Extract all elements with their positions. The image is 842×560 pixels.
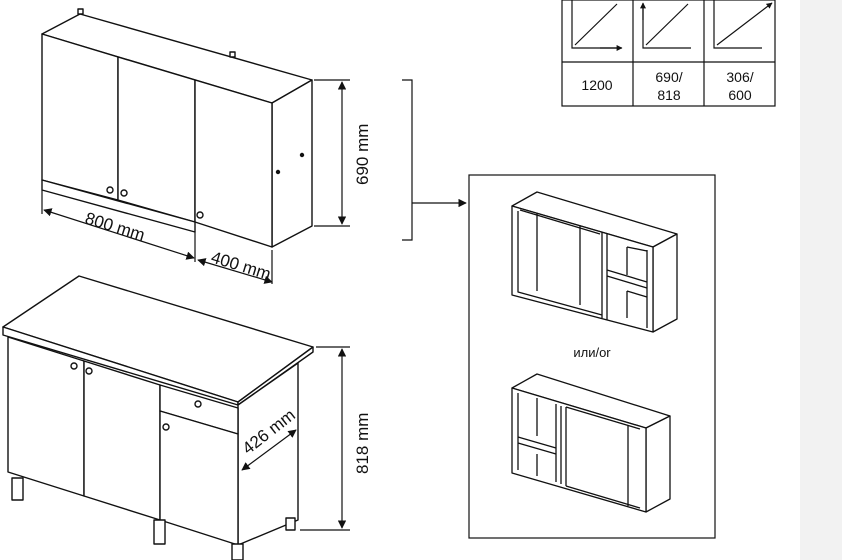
- shelf-inner: [565, 485, 641, 509]
- base-cabinet-dimensions: [241, 346, 350, 531]
- leg: [153, 519, 166, 545]
- spec-table: [561, 0, 776, 107]
- width-arrow-icon: [571, 0, 623, 51]
- shelf-variant-1: [511, 191, 678, 333]
- knob: [85, 367, 93, 375]
- shelf-board: [517, 436, 557, 449]
- bracket: [402, 79, 413, 241]
- variant-separator-label: или/or: [573, 345, 611, 360]
- wall-cabinet-side: [271, 79, 313, 248]
- variants-box: [468, 174, 716, 539]
- shelf-side: [652, 233, 678, 333]
- shelf-board: [606, 275, 648, 289]
- shelf-side: [645, 415, 671, 513]
- depth-dimension-line: [197, 258, 273, 284]
- shelf-inner: [565, 406, 641, 430]
- depth-dimension-line: [241, 429, 297, 471]
- base-height-label: 818 mm: [353, 413, 372, 474]
- knob: [196, 211, 204, 219]
- depth-arrow-icon: [713, 0, 773, 49]
- table-cell-width: 1200: [581, 77, 612, 93]
- wall-cabinet-door-middle: [117, 56, 196, 223]
- base-door-left: [7, 336, 85, 497]
- mount-pin: [229, 51, 236, 58]
- table-cell-depth-line2: 600: [728, 87, 752, 103]
- shelf-variant-2: [511, 373, 671, 513]
- knob: [106, 186, 114, 194]
- knob: [162, 423, 170, 431]
- wall-depth-label: 400 mm: [209, 248, 273, 284]
- leg: [11, 477, 24, 501]
- leg: [285, 517, 296, 531]
- wall-height-label: 690 mm: [353, 124, 372, 185]
- page-edge-strip: [800, 0, 842, 560]
- base-door-middle: [83, 360, 161, 521]
- hole: [275, 169, 281, 175]
- base-door-right: [159, 410, 239, 546]
- hole: [299, 152, 305, 158]
- shelf-back-frame: [511, 387, 647, 513]
- shelf-board: [606, 269, 648, 283]
- wall-cabinet: [41, 8, 313, 248]
- leg: [231, 543, 244, 560]
- table-cell-depth-line1: 306/: [726, 69, 753, 85]
- wall-cabinet-dimensions: [41, 79, 350, 284]
- table-cell-height-line2: 818: [657, 87, 681, 103]
- knob: [194, 400, 202, 408]
- knob: [120, 189, 128, 197]
- shelf-inner: [626, 290, 648, 298]
- table-cell-height-line1: 690/: [655, 69, 682, 85]
- knob: [70, 362, 78, 370]
- assembly-diagram: 800 mm 400 mm 690 mm 426 mm: [2, 0, 776, 560]
- worktop-side: [237, 346, 314, 406]
- shelf-inner: [517, 211, 603, 316]
- base-cabinet: [2, 275, 314, 560]
- width-dimension-line: [43, 208, 195, 260]
- height-arrow-icon: [640, 2, 691, 49]
- shelf-inner: [519, 209, 601, 235]
- variant-pointer: [402, 79, 467, 241]
- shelf-board: [517, 442, 557, 455]
- shelf-inner: [626, 246, 648, 252]
- wall-cabinet-door-right: [194, 79, 273, 248]
- spec-table-frame: [561, 0, 776, 107]
- mount-pin: [77, 8, 84, 15]
- wall-cabinet-door-left: [41, 33, 119, 201]
